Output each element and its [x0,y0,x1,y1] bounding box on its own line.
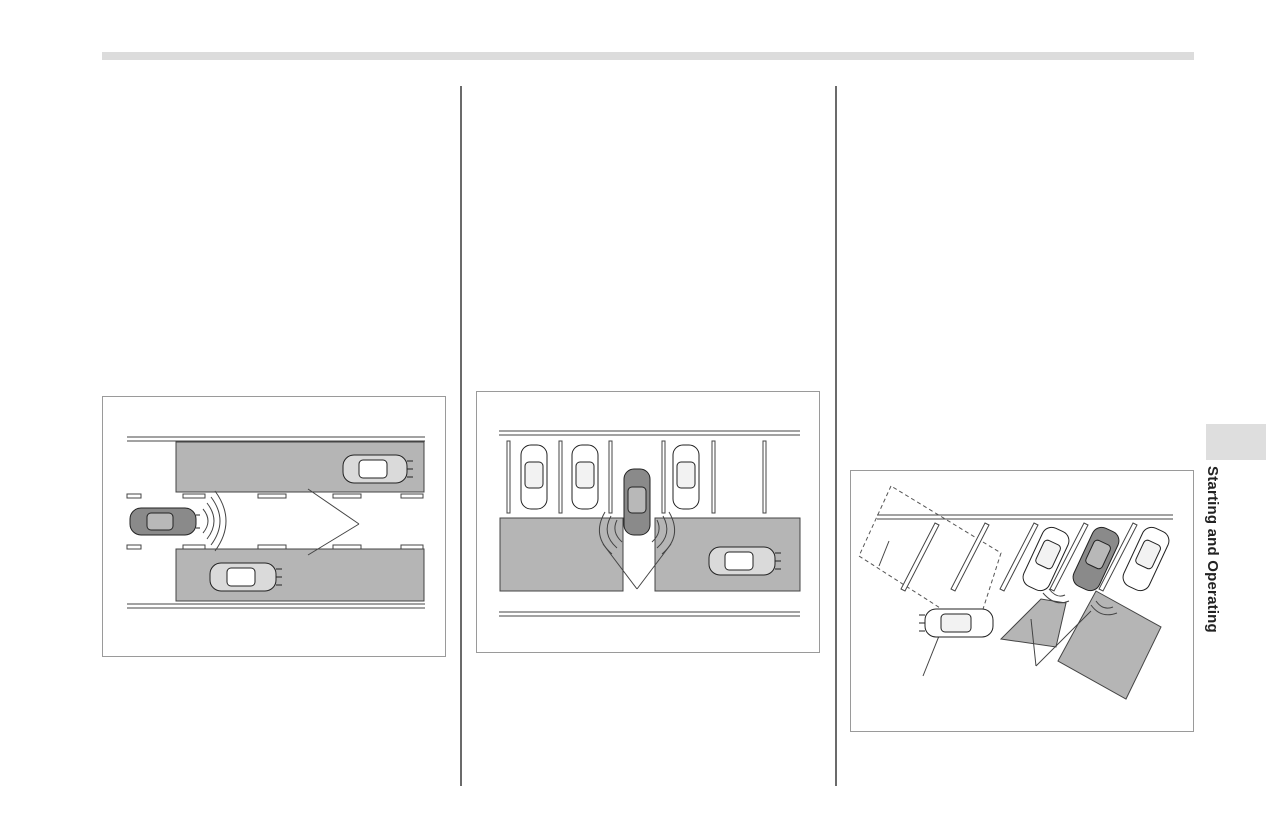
figure-rear-cross-traffic [476,391,820,653]
parked-vehicle-icon [571,444,599,510]
parked-vehicle-icon [1022,526,1070,592]
radar-wave-icon [202,490,227,552]
vehicle-icon [342,454,413,484]
header-rule [102,52,1194,60]
parked-vehicle-icon [1122,526,1170,592]
own-vehicle-icon [129,507,200,536]
parked-vehicle-icon [1072,526,1120,592]
parked-vehicle-icon [708,546,781,576]
column-divider-right [835,86,837,786]
own-vehicle-icon [919,608,994,638]
parked-vehicle-icon [520,444,548,510]
figure-angled-parking-detection [850,470,1194,732]
column-divider-left [460,86,462,786]
section-tab-label: Starting and Operating [1204,466,1221,633]
figure-lane-change-detection [102,396,446,657]
parked-vehicle-icon [672,444,700,510]
section-tab [1206,424,1266,460]
radar-wave-icon [1042,588,1118,616]
own-vehicle-icon [623,468,651,536]
radar-wave-icon [598,511,676,555]
vehicle-icon [209,562,282,592]
